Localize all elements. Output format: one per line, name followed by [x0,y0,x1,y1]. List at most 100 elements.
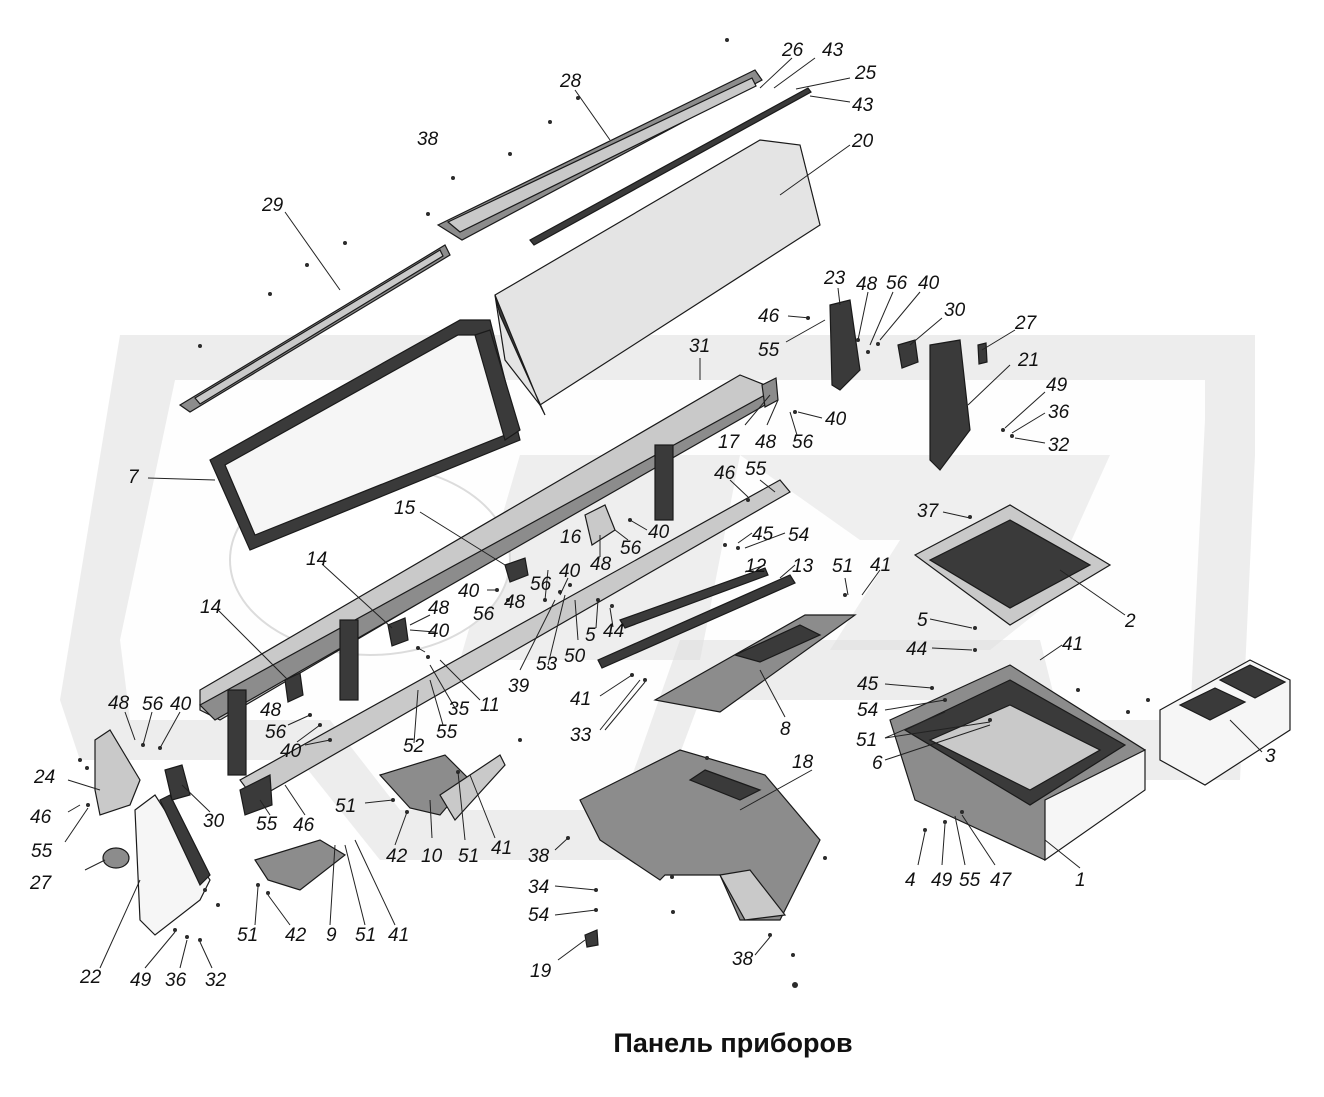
callout-51: 51 [355,925,376,946]
callout-3: 3 [1265,746,1276,767]
callout-55: 55 [745,459,767,480]
callout-labels: 26 43 25 43 28 38 20 29 23 48 56 40 46 3… [29,40,1276,991]
callout-41: 41 [1062,634,1083,655]
callout-48: 48 [755,432,777,453]
callout-45: 45 [752,524,774,545]
part-2-tray [913,504,1112,626]
part-14-clip-b [284,672,304,703]
callout-29: 29 [261,195,284,216]
callout-40: 40 [458,581,480,602]
callout-45: 45 [857,674,879,695]
callout-54: 54 [788,525,809,546]
callout-49: 49 [931,870,953,891]
part-8-tray [653,614,857,713]
callout-43: 43 [852,95,874,116]
callout-16: 16 [560,527,582,548]
part-27-clip [977,342,988,365]
part-11-lower-beam [239,479,791,816]
callout-40: 40 [559,561,581,582]
callout-30: 30 [203,811,225,832]
callout-13: 13 [792,556,814,577]
callout-48: 48 [590,554,612,575]
callout-48: 48 [856,274,878,295]
callout-51: 51 [458,846,479,867]
callout-56: 56 [792,432,814,453]
callout-41: 41 [570,689,591,710]
callout-40: 40 [648,522,670,543]
part-15-clip [504,557,529,583]
callout-46: 46 [30,807,52,828]
callout-14: 14 [306,549,327,570]
part-29-rail [178,244,451,413]
callout-38: 38 [732,949,754,970]
callout-4: 4 [905,870,916,891]
part-25-strip [529,87,812,246]
callout-40: 40 [825,409,847,430]
callout-7: 7 [128,467,140,488]
callout-17: 17 [718,432,741,453]
callout-49: 49 [130,970,152,991]
callout-51: 51 [237,925,258,946]
callout-54: 54 [857,700,878,721]
part-19-clip [584,929,599,948]
part-12-plate [619,567,769,629]
callout-42: 42 [285,925,307,946]
callout-49: 49 [1046,375,1068,396]
callout-51: 51 [832,556,853,577]
callout-26: 26 [781,40,804,61]
callout-10: 10 [421,846,443,867]
callout-5: 5 [917,610,928,631]
callout-56: 56 [620,538,642,559]
callout-28: 28 [559,71,582,92]
callout-6: 6 [872,753,883,774]
callout-20: 20 [851,131,874,152]
callout-40: 40 [918,273,940,294]
callout-44: 44 [603,621,624,642]
callout-2: 2 [1124,611,1136,632]
callout-41: 41 [870,555,891,576]
callout-36: 36 [165,970,187,991]
callout-27: 27 [1014,313,1038,334]
part-23-bracket [829,299,861,391]
part-1-box [889,664,1146,862]
callout-27: 27 [29,873,53,894]
callout-55: 55 [758,340,780,361]
callout-21: 21 [1017,350,1039,371]
part-30-clip [897,339,919,369]
callout-23: 23 [823,268,846,289]
callout-54: 54 [528,905,549,926]
part-24-bracket [94,729,141,816]
callout-40: 40 [170,694,192,715]
callout-56: 56 [530,574,552,595]
callout-56: 56 [886,273,908,294]
diagram-caption: Панель приборов [613,1028,853,1058]
callout-31: 31 [689,336,710,357]
callout-48: 48 [428,598,450,619]
callout-25: 25 [854,63,877,84]
callout-44: 44 [906,639,927,660]
callout-9: 9 [326,925,337,946]
callout-18: 18 [792,752,814,773]
callout-34: 34 [528,877,549,898]
callout-46: 46 [758,306,780,327]
callout-5: 5 [585,625,596,646]
callout-46: 46 [293,815,315,836]
callout-47: 47 [990,870,1013,891]
callout-48: 48 [108,693,130,714]
callout-30: 30 [944,300,966,321]
callout-42: 42 [386,846,408,867]
callout-32: 32 [205,970,227,991]
callout-56: 56 [142,694,164,715]
callout-32: 32 [1048,435,1070,456]
callout-38: 38 [528,846,550,867]
part-27-grommet [102,847,130,869]
callout-56: 56 [265,722,287,743]
part-3-box [1159,659,1291,786]
part-18-console [579,749,821,921]
part-13-plate [597,574,796,669]
callout-55: 55 [256,814,278,835]
callout-19: 19 [530,961,552,982]
part-28-top-rail [436,69,763,241]
